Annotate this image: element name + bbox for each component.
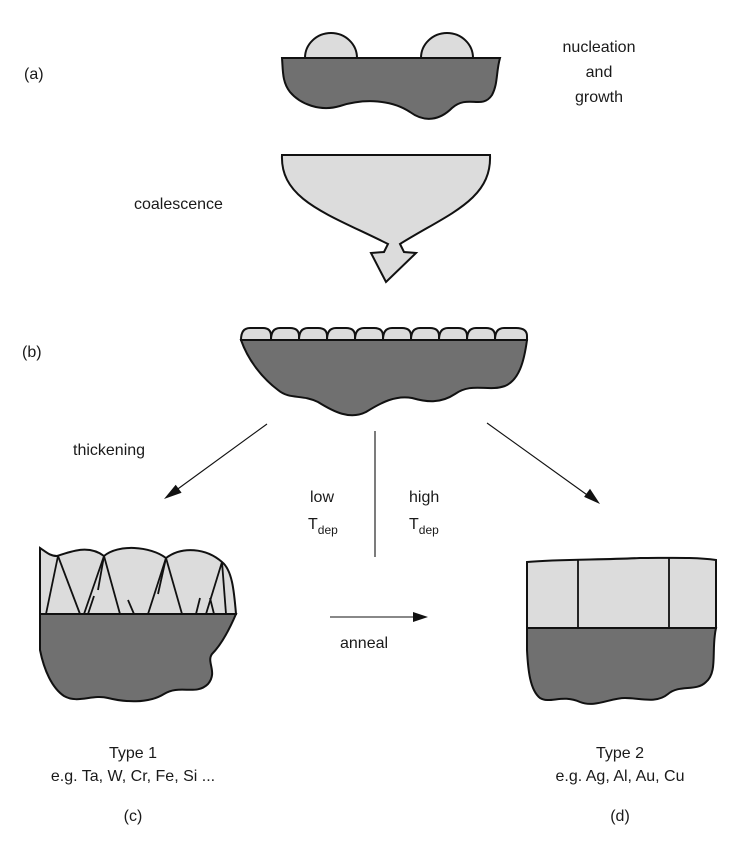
arrow-thickening	[174, 423, 268, 492]
label-low-tdep: Tdep	[308, 516, 338, 537]
stage-c-type1-structure	[39, 546, 238, 703]
nucleus-right	[419, 32, 475, 59]
substrate-a	[280, 57, 502, 120]
arrow-high-tdep	[486, 422, 591, 498]
label-and: and	[586, 64, 613, 81]
branch-arrows	[164, 422, 600, 622]
label-type1: Type 1	[109, 745, 157, 762]
stage-d-type2-structure	[526, 556, 718, 705]
label-c: (c)	[124, 808, 143, 825]
label-high: high	[409, 489, 439, 506]
label-thickening: thickening	[73, 442, 145, 459]
type1-columnar-grains	[39, 546, 238, 615]
substrate-b	[239, 339, 529, 417]
label-type2: Type 2	[596, 745, 644, 762]
type1-grain-boundaries	[45, 555, 227, 615]
coalesced-grains	[239, 327, 528, 341]
label-type1-examples: e.g. Ta, W, Cr, Fe, Si ...	[51, 768, 215, 785]
coalescence-funnel	[280, 154, 492, 284]
stage-a-nucleation	[280, 32, 502, 120]
arrow-thickening-head	[164, 484, 182, 499]
label-growth: growth	[575, 89, 623, 106]
type2-equiaxed-grains	[526, 556, 718, 629]
substrate-d	[526, 627, 718, 705]
label-coalescence: coalescence	[134, 196, 223, 213]
label-anneal: anneal	[340, 635, 388, 652]
substrate-c	[39, 613, 238, 703]
label-high-tdep: Tdep	[409, 516, 439, 537]
label-d: (d)	[610, 808, 630, 825]
nucleus-left	[303, 32, 359, 59]
label-b: (b)	[22, 344, 42, 361]
arrow-high-tdep-head	[584, 488, 600, 504]
arrow-anneal-head	[413, 612, 428, 622]
type2-grain-boundaries	[577, 558, 670, 628]
label-a: (a)	[24, 66, 44, 83]
stage-b-coalesced-film	[239, 327, 529, 417]
label-type2-examples: e.g. Ag, Al, Au, Cu	[556, 768, 685, 785]
label-nucleation: nucleation	[563, 39, 636, 56]
label-low: low	[310, 489, 334, 506]
